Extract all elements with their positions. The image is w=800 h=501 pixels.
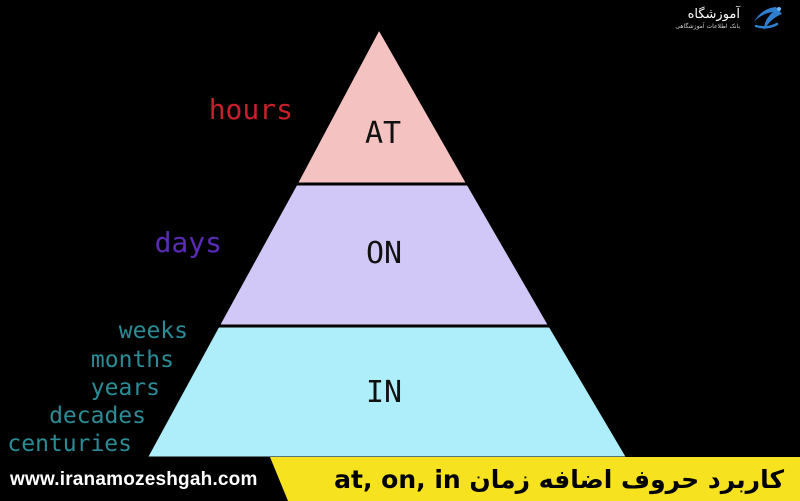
tier-on-label: ON bbox=[366, 236, 402, 271]
time-word-years: years bbox=[91, 375, 160, 401]
logo-text: آموزشگاه بانک اطلاعات آموزشگاهی bbox=[675, 8, 740, 30]
time-word-centuries: centuries bbox=[7, 431, 132, 457]
time-word-weeks: weeks bbox=[119, 318, 188, 344]
time-word-days: days bbox=[155, 226, 222, 259]
footer-website-url[interactable]: www.iranamozeshgah.com bbox=[10, 469, 258, 490]
footer-title-banner: کاربرد حروف اضافه زمان at, on, in bbox=[270, 457, 800, 501]
site-logo[interactable]: آموزشگاه بانک اطلاعات آموزشگاهی bbox=[675, 4, 786, 34]
footer-title: کاربرد حروف اضافه زمان at, on, in bbox=[334, 464, 784, 494]
time-word-months: months bbox=[91, 347, 174, 373]
time-word-hours: hours bbox=[209, 93, 293, 126]
logo-name: آموزشگاه bbox=[687, 7, 740, 22]
tier-in-label: IN bbox=[366, 375, 402, 410]
logo-mark-icon bbox=[754, 7, 782, 30]
logo-subtitle: بانک اطلاعات آموزشگاهی bbox=[675, 23, 740, 30]
tier-at-label: AT bbox=[365, 116, 401, 151]
time-word-decades: decades bbox=[49, 403, 146, 429]
tier-at bbox=[293, 24, 471, 186]
footer: www.iranamozeshgah.com کاربرد حروف اضافه… bbox=[0, 457, 800, 501]
